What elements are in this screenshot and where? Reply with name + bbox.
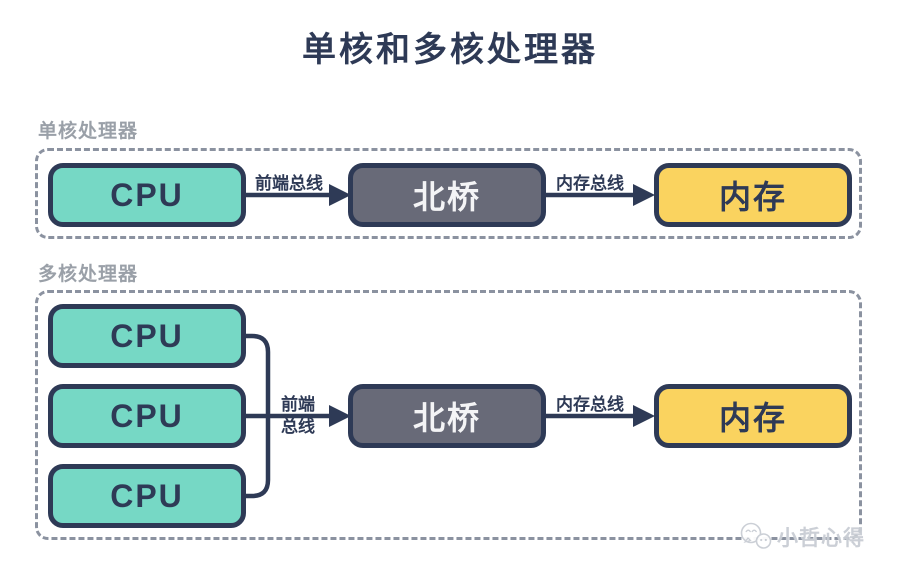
watermark: 小哲心得 xyxy=(738,521,865,552)
single-core-northbridge-node: 北桥 xyxy=(348,163,546,227)
multi-core-section-label: 多核处理器 xyxy=(38,264,139,285)
multi-core-cpu-node-3: CPU xyxy=(48,464,246,528)
multi-core-cpu-node-2: CPU xyxy=(48,384,246,448)
multi-core-section-container xyxy=(35,290,862,540)
multi-core-memory-bus-label: 内存总线 xyxy=(556,395,624,414)
watermark-logo-icon xyxy=(740,522,772,549)
multi-core-northbridge-node: 北桥 xyxy=(348,384,546,448)
single-core-section-label: 单核处理器 xyxy=(38,121,139,142)
multi-core-front-bus-label: 前端总线 xyxy=(281,395,315,436)
page-title: 单核和多核处理器 xyxy=(302,31,598,69)
single-core-memory-node: 内存 xyxy=(654,163,852,227)
multi-core-memory-node: 内存 xyxy=(654,384,852,448)
multi-core-cpu-node-1: CPU xyxy=(48,304,246,368)
watermark-text: 小哲心得 xyxy=(777,526,865,550)
single-core-section-container xyxy=(35,148,862,239)
single-core-front-bus-label: 前端总线 xyxy=(255,174,323,193)
single-core-cpu-node: CPU xyxy=(48,163,246,227)
single-core-memory-bus-label: 内存总线 xyxy=(556,174,624,193)
